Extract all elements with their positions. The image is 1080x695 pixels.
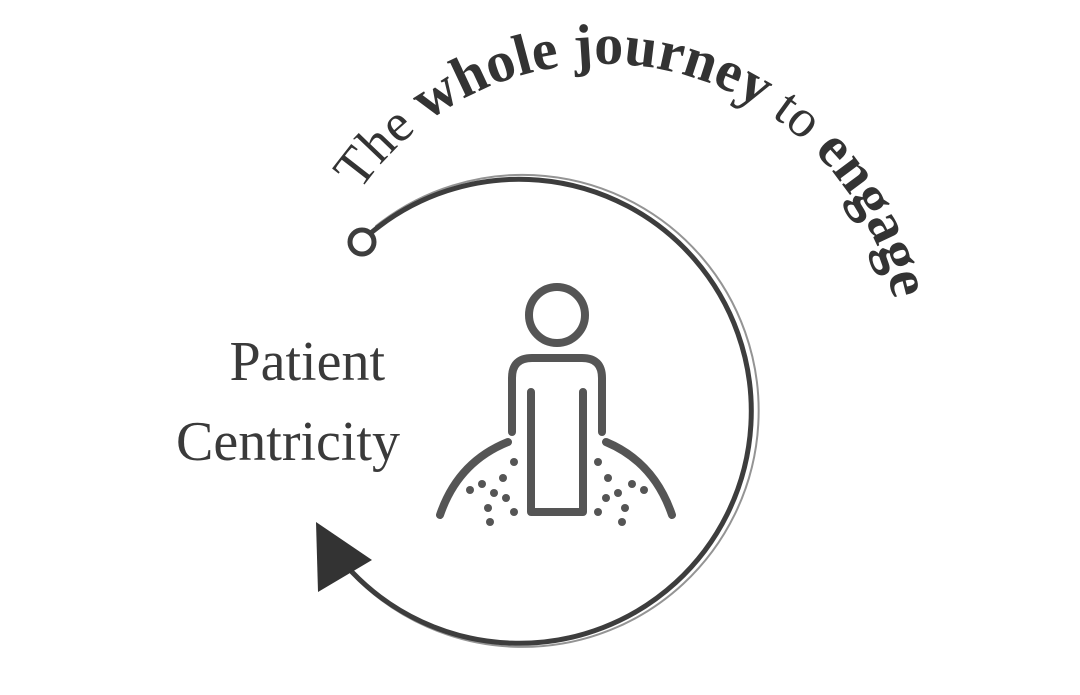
journey-arc	[349, 173, 760, 648]
person-icon	[436, 283, 676, 519]
start-circle-icon	[347, 227, 377, 257]
ground-arc-right-icon	[602, 438, 676, 519]
center-label-line1: Patient	[229, 331, 385, 393]
arc-title-segment-2: whole journey	[399, 12, 785, 132]
ground-arc-left-icon	[436, 438, 512, 519]
center-label-line2: Centricity	[176, 411, 400, 473]
person-head-icon	[525, 283, 589, 347]
person-body-icon	[508, 354, 606, 436]
dotted-roots-icon	[466, 458, 648, 526]
arc-title: The whole journey to engage	[322, 12, 945, 303]
person-legs-icon	[527, 388, 587, 516]
arc-title-segment-4: engage	[804, 116, 944, 303]
arrowhead-icon	[316, 522, 372, 592]
